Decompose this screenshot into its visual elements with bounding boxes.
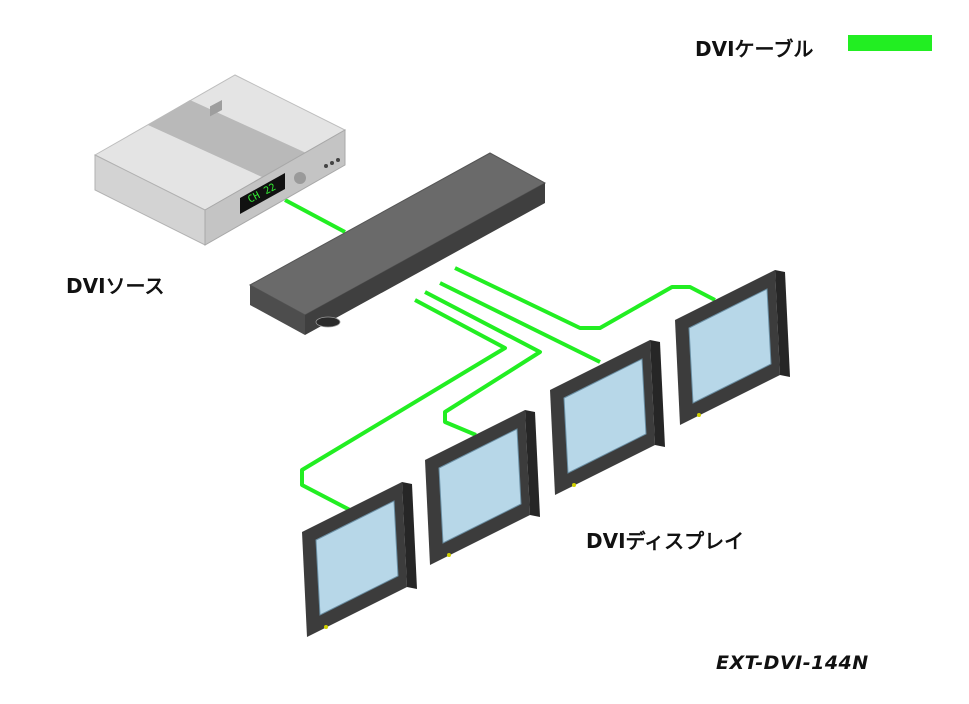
- legend-label: DVIケーブル: [695, 37, 814, 61]
- source-label: DVIソース: [66, 274, 165, 298]
- cable-display-3: [439, 281, 601, 364]
- display-label: DVIディスプレイ: [586, 529, 745, 553]
- cable-source: [284, 198, 346, 234]
- model-label: EXT-DVI-144N: [716, 652, 869, 674]
- legend-cable-swatch: [848, 35, 932, 51]
- dvi-display-1: [301, 481, 418, 638]
- dvi-source-device: CH 22: [93, 74, 347, 246]
- dvi-display-3: [549, 339, 666, 496]
- dvi-display-4: [674, 269, 791, 426]
- source-button: [294, 172, 306, 184]
- cable-display-2: [424, 290, 542, 437]
- cable-display-4: [454, 266, 716, 330]
- splitter-logo: [315, 316, 341, 328]
- cable-display-1: [300, 298, 507, 512]
- dvi-splitter-unit: [248, 152, 547, 335]
- cables: [284, 198, 716, 512]
- dvi-display-2: [424, 409, 541, 566]
